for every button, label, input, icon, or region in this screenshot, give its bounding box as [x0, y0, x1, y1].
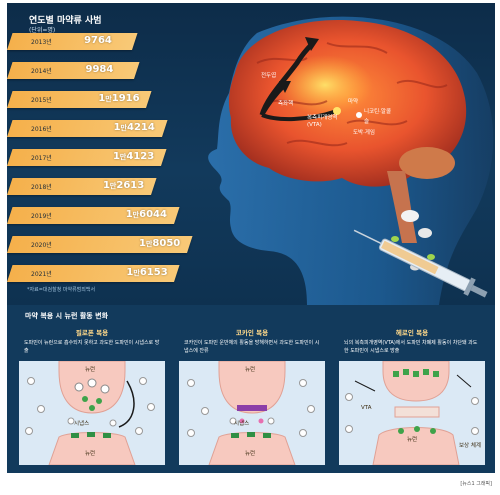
panel-cocaine: 코카인 복용 코카인이 도파민 운반체의 활동을 방해하면서 과도한 도파민이 … — [179, 327, 325, 465]
bar — [7, 62, 140, 79]
brain-label-nucleus: 측좌핵 — [278, 101, 294, 107]
panel-heroin-vta: VTA — [361, 405, 372, 411]
bar-value-part: 1 — [139, 238, 146, 249]
bar-value-unit: 만 — [132, 211, 140, 219]
bar-value-part: 1 — [98, 93, 106, 104]
bar-category-label: 2018년 — [31, 184, 52, 191]
brain-label-prefrontal: 전두엽 — [261, 73, 277, 79]
bar-value-label: 1만2613 — [103, 180, 144, 191]
bar-value-unit: 만 — [145, 240, 153, 248]
bar-value-part: 4123 — [126, 151, 155, 162]
bar-row: 2016년 1만4214 — [7, 120, 168, 137]
panel-heroin-desc: 뇌의 복측피개영역(VTA)에서 도파민 차폐제 활동이 차단돼 과도한 도파민… — [344, 340, 478, 354]
bar-value-label: 1만6153 — [126, 267, 167, 278]
panel-heroin-neuron-bottom: 뉴런 — [407, 437, 418, 443]
bar-category-label: 2021년 — [31, 271, 52, 278]
brain-label-drug: 마약 — [348, 99, 359, 105]
bar-value-label: 1만4214 — [114, 122, 155, 133]
bar-value-part: 1916 — [111, 93, 140, 104]
synapse-diagram-2 — [187, 361, 315, 465]
bar-category-label: 2015년 — [31, 97, 52, 104]
panel-meth-diagram: 뉴런 시냅스 뉴런 — [19, 361, 165, 465]
bar-row: 2021년 1만6153 — [7, 265, 180, 282]
bar-value-part: 4214 — [126, 122, 155, 133]
panel-heroin-diagram: VTA 뉴런 보상 체계 — [339, 361, 485, 465]
bar-row: 2020년 1만8050 — [7, 236, 193, 253]
panel-cocaine-desc: 코카인이 도파민 운반체의 활동을 방해하면서 과도한 도파민이 시냅스에 잔류 — [184, 340, 320, 354]
bar — [7, 33, 138, 50]
chart-source: *자료=대검찰청 마약류범죄백서 — [27, 287, 96, 293]
bar-value-unit: 만 — [120, 124, 127, 132]
bar-value-label: 1만6044 — [126, 209, 167, 220]
bar-value-part: 1 — [125, 209, 133, 220]
bar-row: 2014년 9984 — [7, 62, 140, 79]
synapse-diagram-1 — [25, 361, 155, 465]
brain-label-alcohol: 술 — [364, 119, 370, 125]
bar-row: 2018년 1만2613 — [7, 178, 157, 195]
bar-row: 2015년 1만1916 — [7, 91, 152, 108]
bar-value-label: 1만4123 — [113, 151, 154, 162]
bar-value-part: 1 — [102, 180, 110, 191]
brain-label-nicotine: 니코틴·알콜 — [364, 109, 392, 115]
bar-value-unit: 만 — [109, 182, 117, 190]
panel-meth-desc: 도파민이 뉴런으로 흡수되지 못하고 과도한 도파민이 시냅스로 방출 — [24, 340, 160, 354]
upper-panel: 연도별 마약류 사범 (단위=명) 2013년 9764 2014년 9984 2015… — [7, 3, 495, 305]
synapse-diagram-3 — [345, 361, 479, 465]
bar-row: 2019년 1만6044 — [7, 207, 180, 224]
bar-row: 2013년 9764 — [7, 33, 138, 50]
bar-value-part: 1 — [126, 267, 134, 278]
panel-meth: 필로폰 복용 도파민이 뉴런으로 흡수되지 못하고 과도한 도파민이 시냅스로 … — [19, 327, 165, 465]
bar-category-label: 2020년 — [31, 242, 52, 249]
panel-meth-title: 필로폰 복용 — [75, 329, 109, 337]
bar-value-part: 6153 — [139, 267, 168, 278]
reward-glow — [277, 55, 373, 115]
panel-meth-neuron-top: 뉴런 — [85, 367, 96, 373]
bar-category-label: 2014년 — [31, 68, 52, 75]
bar-value-unit: 만 — [133, 269, 140, 277]
bar-row: 2017년 1만4123 — [7, 149, 167, 166]
panel-heroin-reward: 보상 체계 — [459, 443, 481, 449]
bar-value-label: 1만1916 — [98, 93, 139, 104]
panel-heroin-title: 헤로인 복용 — [395, 329, 429, 337]
panel-cocaine-neuron-bottom: 뉴런 — [245, 451, 256, 457]
panel-heroin: 헤로인 복용 뇌의 복측피개영역(VTA)에서 도파민 차폐제 활동이 차단돼 … — [339, 327, 485, 465]
bar-value-unit: 만 — [105, 95, 112, 103]
chart-title: 연도별 마약류 사범 — [29, 16, 102, 26]
panel-cocaine-diagram: 뉴런 시냅스 뉴런 — [179, 361, 325, 465]
bar-category-label: 2017년 — [31, 155, 52, 162]
brain-label-gambling: 도박·게임 — [353, 130, 375, 136]
panel-cocaine-synapse: 시냅스 — [234, 421, 250, 427]
panel-meth-neuron-bottom: 뉴런 — [85, 451, 96, 457]
bar-value-label: 9984 — [86, 64, 114, 75]
bar-value-part: 6044 — [139, 209, 167, 220]
panel-cocaine-title: 코카인 복용 — [235, 329, 269, 337]
bar-category-label: 2016년 — [31, 126, 52, 133]
panel-cocaine-neuron-top: 뉴런 — [245, 367, 256, 373]
panel-meth-synapse: 시냅스 — [74, 421, 90, 427]
bar-category-label: 2019년 — [31, 213, 52, 220]
credit: [뉴스1 그래픽] — [460, 481, 492, 487]
bar-value-part: 1 — [113, 122, 121, 133]
bar-value-unit: 만 — [119, 153, 127, 161]
brain-label-vta: 복측피개영역 (VTA) — [307, 115, 338, 128]
bar-value-part: 9984 — [85, 64, 114, 75]
bar-category-label: 2013년 — [31, 39, 52, 46]
bar-value-part: 9764 — [84, 35, 112, 46]
bar-value-part: 1 — [112, 151, 120, 162]
bar-value-part: 2613 — [116, 180, 145, 191]
brain-illustration — [208, 16, 494, 305]
lower-panel: 마약 복용 시 뉴런 활동 변화 필로폰 복용 도파민이 뉴런으로 흡수되지 못… — [7, 305, 495, 473]
bar-value-part: 8050 — [152, 238, 181, 249]
chart-unit: (단위=명) — [29, 27, 56, 34]
bar-value-label: 9764 — [84, 35, 112, 46]
bar-value-label: 1만8050 — [139, 238, 180, 249]
lower-title: 마약 복용 시 뉴런 활동 변화 — [25, 312, 109, 320]
